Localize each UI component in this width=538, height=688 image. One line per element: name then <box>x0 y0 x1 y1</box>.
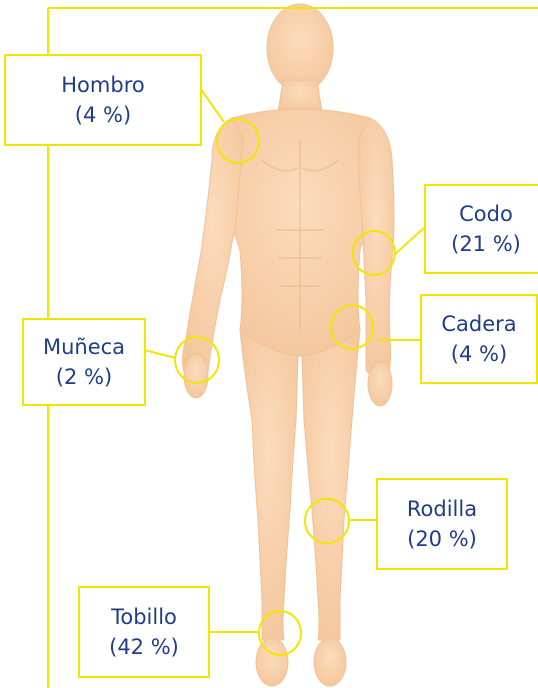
label-tobillo-pct: (42 %) <box>109 632 179 662</box>
label-codo-name: Codo <box>459 199 513 229</box>
label-rodilla: Rodilla (20 %) <box>376 478 508 570</box>
label-cadera: Cadera (4 %) <box>420 294 538 384</box>
label-rodilla-name: Rodilla <box>407 494 477 524</box>
elbow-marker <box>352 230 396 276</box>
label-hombro-pct: (4 %) <box>75 100 131 130</box>
wrist-marker <box>174 336 220 384</box>
label-muneca-name: Muñeca <box>43 332 125 362</box>
label-tobillo-name: Tobillo <box>111 602 177 632</box>
shoulder-marker <box>216 118 260 164</box>
label-muneca: Muñeca (2 %) <box>22 318 146 406</box>
label-hombro-name: Hombro <box>61 70 144 100</box>
label-muneca-pct: (2 %) <box>56 362 112 392</box>
label-cadera-pct: (4 %) <box>451 339 507 369</box>
label-rodilla-pct: (20 %) <box>407 524 477 554</box>
ankle-marker <box>258 610 302 656</box>
label-codo: Codo (21 %) <box>424 184 538 274</box>
knee-marker <box>304 498 350 544</box>
label-cadera-name: Cadera <box>441 309 516 339</box>
label-codo-pct: (21 %) <box>451 229 521 259</box>
hip-marker <box>330 304 374 350</box>
label-hombro: Hombro (4 %) <box>4 54 202 146</box>
label-tobillo: Tobillo (42 %) <box>78 586 210 678</box>
